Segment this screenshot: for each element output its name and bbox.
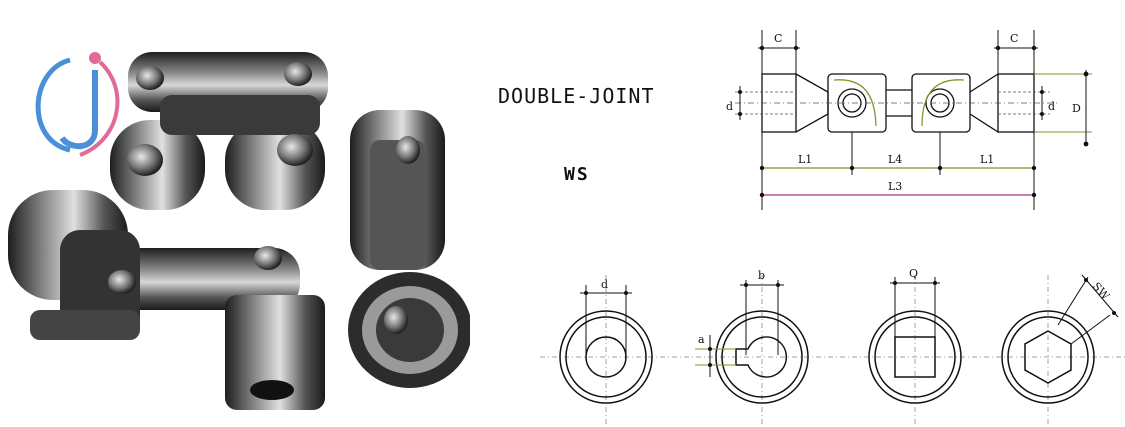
label-section-d: d [601, 278, 608, 291]
label-l3: L3 [888, 180, 902, 193]
label-D: D [1072, 102, 1081, 115]
label-c-right: C [1010, 32, 1018, 45]
label-l1-right: L1 [980, 153, 994, 166]
label-section-b: b [758, 269, 765, 282]
label-section-q: Q [909, 267, 918, 280]
label-section-a: a [698, 333, 705, 346]
dimension-drawing: C C d d D L1 L4 [726, 30, 1092, 210]
section-keyed-bore [715, 310, 809, 404]
joint-bottom-left [8, 190, 325, 410]
label-l1-left: L1 [798, 153, 812, 166]
section-hex-bore [1001, 310, 1095, 404]
bore-cross-sections: d b a Q SW [540, 267, 1125, 425]
label-section-sw: SW [1090, 280, 1113, 303]
product-photo [8, 52, 470, 410]
label-c-left: C [774, 32, 782, 45]
label-d-right: d [1048, 100, 1055, 113]
model-code: WS [564, 164, 590, 185]
joint-top [110, 52, 328, 210]
joint-right [348, 110, 470, 388]
product-title: DOUBLE-JOINT [498, 84, 655, 108]
section-square-bore [868, 310, 962, 404]
brand-logo-icon [35, 52, 120, 157]
label-l4: L4 [888, 153, 902, 166]
label-d-left: d [726, 100, 733, 113]
